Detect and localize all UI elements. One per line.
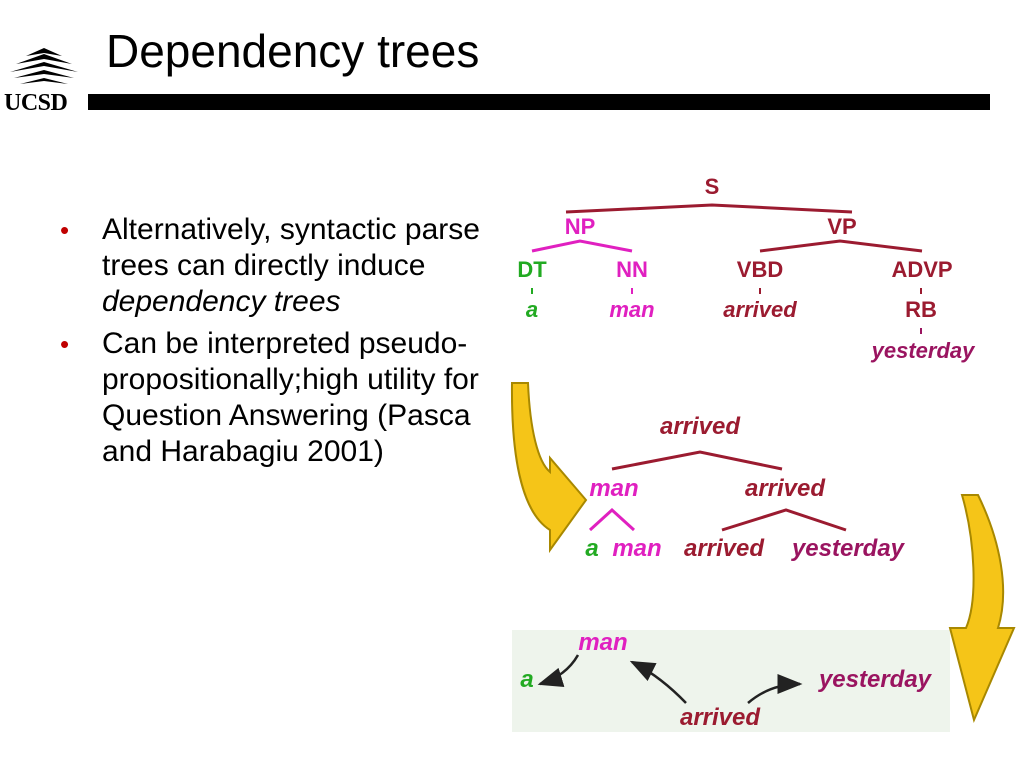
word-a: a	[526, 297, 538, 322]
parse-tree-ticks	[531, 288, 922, 334]
dependency-arrows	[537, 654, 803, 704]
head-left: man	[589, 475, 638, 502]
slide-title: Dependency trees	[106, 25, 480, 77]
head-root: arrived	[660, 413, 741, 440]
np-edge	[531, 239, 633, 253]
dep-a: a	[520, 666, 533, 693]
bullet-list: • Alternatively, syntactic parse trees c…	[56, 212, 496, 476]
bullet-dot: •	[60, 215, 70, 245]
head-leaf-man: man	[612, 535, 661, 562]
node-rb: RB	[905, 297, 937, 322]
head-leaf-a: a	[585, 535, 598, 562]
ucsd-logo-icon	[10, 48, 78, 84]
left-curved-arrow	[510, 382, 588, 554]
dep-yesterday: yesterday	[818, 666, 933, 693]
parse-tree-edges	[565, 203, 923, 253]
bullet-1-text: Alternatively, syntactic parse trees can…	[102, 213, 480, 318]
head-leaf-yesterday: yesterday	[791, 535, 906, 562]
word-yesterday: yesterday	[871, 338, 977, 363]
node-np: NP	[565, 214, 596, 239]
bullet-dot: •	[60, 329, 70, 359]
dep-man: man	[578, 629, 627, 656]
head-tree-edges	[611, 450, 847, 532]
node-vp: VP	[827, 214, 856, 239]
node-dt: DT	[517, 257, 547, 282]
word-man: man	[609, 297, 654, 322]
node-nn: NN	[616, 257, 648, 282]
node-s: S	[705, 174, 720, 199]
bullet-item-2: • Can be interpreted pseudo-propositiona…	[56, 326, 496, 470]
bullet-2-text: Can be interpreted pseudo-propositionall…	[102, 327, 479, 468]
bullet-item-1: • Alternatively, syntactic parse trees c…	[56, 212, 496, 320]
head-tree-np-edge	[588, 507, 636, 532]
node-vbd: VBD	[737, 257, 783, 282]
word-arrived: arrived	[723, 297, 797, 322]
head-right: arrived	[745, 475, 826, 502]
right-curved-arrow	[948, 494, 1016, 724]
ucsd-logo-text: UCSD	[4, 90, 68, 116]
title-underline-bar	[88, 94, 990, 110]
node-advp: ADVP	[891, 257, 952, 282]
dependency-graph-panel	[512, 630, 950, 732]
dep-arrived: arrived	[680, 704, 761, 731]
head-leaf-arrived: arrived	[684, 535, 765, 562]
